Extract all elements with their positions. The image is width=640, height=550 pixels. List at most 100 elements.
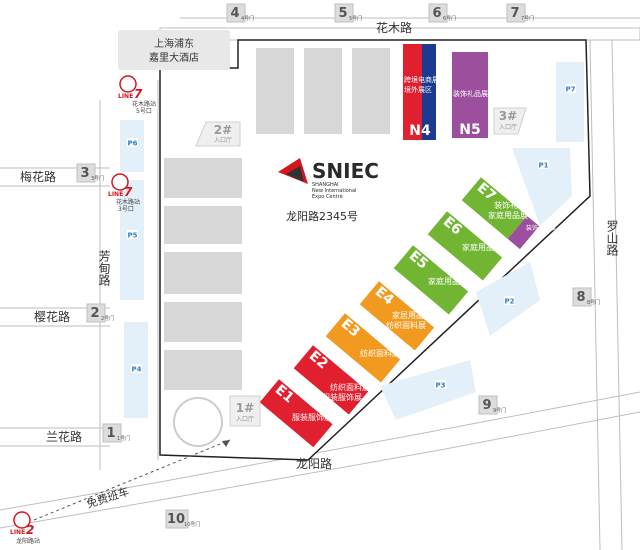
metro-icon — [111, 173, 129, 191]
gate-2[interactable]: 2 2号门 — [86, 303, 114, 323]
metro-2-num: 2 — [26, 523, 34, 537]
hall-e7-annex-text: 装饰礼品展 — [526, 224, 556, 232]
parking-labels: P6 P5 P4 P7 P1 P2 P3 — [127, 84, 576, 390]
gate-5[interactable]: 5 5号门 — [334, 3, 362, 23]
hall-e6[interactable]: E6 — [427, 211, 503, 281]
gate-3[interactable]: 3 3号门 — [76, 163, 104, 183]
parking-label-p7: P7 — [565, 86, 575, 94]
west-hall-3 — [164, 252, 242, 294]
gate-7[interactable]: 7 7号门 — [506, 3, 534, 23]
site-boundary — [159, 39, 591, 461]
metro-7-line: LINE — [118, 93, 133, 100]
entrance-3-num: 3# — [499, 109, 517, 123]
metro-7b-exit: 3号口 — [118, 206, 134, 213]
gate-2-num: 2 — [90, 306, 99, 321]
gate-4[interactable]: 4 4号门 — [226, 3, 254, 23]
metro-7-huamu-5: LINE 7 花木路站 5号口 — [118, 75, 156, 115]
hall-n5[interactable]: N5 — [452, 52, 488, 138]
metro-2-longyang: LINE 2 龙阳路站 — [10, 511, 40, 545]
hall-e4-text2: 纺织面料展 — [386, 320, 426, 330]
road-label-luoshan: 罗山路 — [605, 220, 619, 257]
hall-e3-text: 纺织面料展 — [360, 348, 400, 358]
gate-8[interactable]: 8 8号门 — [572, 287, 600, 307]
hall-e4[interactable]: E4 — [359, 281, 435, 351]
gate-7-num: 7 — [510, 6, 519, 21]
hall-n4[interactable]: N4 — [403, 44, 436, 140]
hall-n5-code: N5 — [459, 122, 480, 138]
gate-6[interactable]: 6 6号门 — [428, 3, 456, 23]
parking-areas — [120, 62, 584, 420]
hotel-block: 上海浦东 嘉里大酒店 — [118, 30, 230, 70]
entrance-3-sub: 入口厅 — [499, 124, 517, 131]
gate-4-sub: 4号门 — [241, 15, 254, 22]
hall-e3[interactable]: E3 — [325, 313, 401, 383]
hall-e7-text1: 装饰礼品展 — [494, 200, 534, 210]
road-label-lanhua: 兰花路 — [46, 429, 82, 444]
hall-n5-text: 装饰礼品展 — [453, 89, 488, 98]
sniec-sub3: Expo Centre — [312, 194, 343, 200]
metro-7b-line: LINE — [108, 191, 123, 198]
hall-e4-text1: 家居用品展 — [392, 310, 432, 320]
parking-label-p6: P6 — [127, 140, 137, 148]
gate-5-sub: 5号门 — [349, 15, 362, 22]
gate-5-num: 5 — [338, 6, 347, 21]
sniec-sub2: New International — [312, 188, 356, 194]
parking-label-p4: P4 — [131, 366, 141, 374]
west-hall-4 — [164, 302, 242, 342]
parking-area-p7 — [556, 62, 584, 142]
hotel-name-line1: 上海浦东 — [154, 37, 194, 50]
metro-7-huamu-3: LINE 7 花木路站 3号口 — [108, 173, 140, 213]
gate-7-sub: 7号门 — [521, 15, 534, 22]
gate-9[interactable]: 9 9号门 — [478, 395, 506, 415]
entrance-2-sub: 入口厅 — [214, 137, 232, 144]
road-label-longyang: 龙阳路 — [296, 456, 332, 471]
entrance-2[interactable]: 2# 入口厅 — [195, 121, 241, 147]
road-network — [0, 17, 640, 550]
parking-area-p1 — [512, 148, 572, 226]
hall-e6-text: 家庭用品展 — [462, 242, 502, 252]
hall-e2-text1: 纺织面料展 — [330, 382, 370, 392]
metro-7-num: 7 — [134, 87, 143, 101]
hotel-name-line2: 嘉里大酒店 — [149, 51, 199, 64]
gate-10-sub: 10号门 — [184, 521, 200, 528]
west-hall-1 — [164, 158, 242, 198]
road-label-fangdian: 芳甸路 — [97, 250, 111, 287]
gate-8-sub: 8号门 — [587, 299, 600, 306]
gate-1-num: 1 — [106, 426, 115, 441]
hall-e7[interactable]: E7 — [461, 177, 540, 250]
hall-e2-text2: 服装服饰展 — [322, 392, 362, 402]
entrance-2-num: 2# — [214, 123, 232, 137]
metro-icon — [119, 75, 137, 93]
gate-10-num: 10 — [167, 512, 185, 527]
hall-n4-text1: 跨境电商展区 — [404, 75, 446, 84]
parking-area-p3 — [380, 360, 476, 420]
gates: 4 4号门 5 5号门 6 6号门 7 7号门 3 3号门 2 2号门 — [76, 3, 600, 529]
entrance-1[interactable]: 1# 入口厅 — [229, 395, 261, 427]
metro-2-station: 龙阳路站 — [16, 537, 40, 545]
gate-1-sub: 1号门 — [117, 435, 130, 442]
parking-label-p5: P5 — [127, 232, 137, 240]
gate-1[interactable]: 1 1号门 — [102, 423, 130, 443]
entrance-3[interactable]: 3# 入口厅 — [493, 107, 527, 135]
sniec-title: SNIEC — [312, 159, 379, 183]
gate-6-num: 6 — [432, 6, 441, 21]
hall-e7-text2: 家庭用品展 — [488, 210, 528, 220]
entrance-1-sub: 入口厅 — [236, 416, 254, 423]
gate-4-num: 4 — [230, 6, 239, 21]
round-building — [173, 397, 223, 447]
hall-n4-code: N4 — [409, 123, 431, 139]
gate-3-sub: 3号门 — [91, 175, 104, 182]
west-hall-2 — [164, 206, 242, 244]
west-halls — [164, 158, 242, 390]
north-hall-1 — [256, 48, 294, 134]
hall-e5[interactable]: E5 — [393, 245, 469, 315]
parking-label-p2: P2 — [504, 298, 514, 306]
gate-2-sub: 2号门 — [101, 315, 114, 322]
sniec-sub1: SHANGHAI — [312, 182, 339, 188]
parking-label-p3: P3 — [435, 382, 445, 390]
parking-area-p5 — [120, 180, 144, 300]
sniec-address: 龙阳路2345号 — [286, 210, 358, 223]
metro-7b-num: 7 — [124, 185, 133, 199]
gate-10[interactable]: 10 10号门 — [165, 509, 200, 529]
